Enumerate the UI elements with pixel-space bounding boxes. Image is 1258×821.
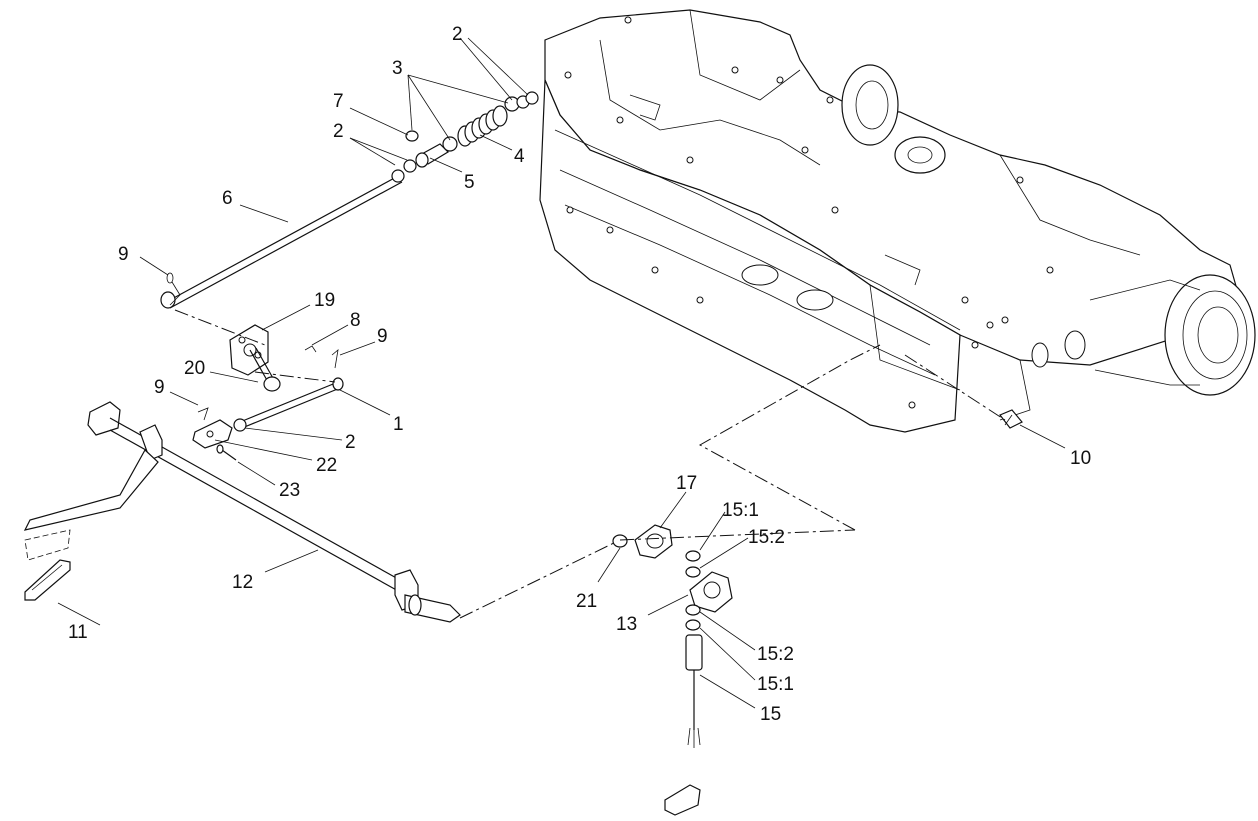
callout-23: 23 bbox=[279, 480, 300, 501]
callout-15-2: 15:2 bbox=[757, 644, 794, 665]
spring-rod-assembly bbox=[160, 91, 539, 309]
callout-11: 11 bbox=[68, 622, 88, 643]
clevis-rod-assembly bbox=[192, 371, 344, 461]
callout-20: 20 bbox=[184, 358, 205, 379]
callout-2: 2 bbox=[452, 24, 463, 45]
pedal-pad bbox=[24, 529, 71, 601]
callout-19: 19 bbox=[314, 290, 335, 311]
switch-bracket bbox=[612, 524, 856, 816]
reference-outline bbox=[698, 344, 1006, 531]
callout-9: 9 bbox=[154, 377, 165, 398]
callout-15-2: 15:2 bbox=[748, 527, 785, 548]
callout-2: 2 bbox=[345, 432, 356, 453]
callout-7: 7 bbox=[333, 91, 344, 112]
callout-15-1: 15:1 bbox=[722, 500, 759, 521]
chassis-frame bbox=[539, 9, 1256, 433]
callout-9: 9 bbox=[377, 326, 388, 347]
bolt bbox=[999, 409, 1023, 429]
callout-21: 21 bbox=[576, 591, 597, 612]
callout-15: 15 bbox=[760, 704, 781, 725]
callout-2: 2 bbox=[333, 121, 344, 142]
pedal-shaft bbox=[23, 401, 621, 623]
callout-5: 5 bbox=[464, 172, 475, 193]
callout-10: 10 bbox=[1070, 448, 1091, 469]
callout-4: 4 bbox=[514, 146, 525, 167]
callout-9: 9 bbox=[118, 244, 129, 265]
callout-8: 8 bbox=[350, 310, 361, 331]
callout-labels: 2 3 7 2 4 5 6 9 19 8 9 20 9 1 2 22 23 10… bbox=[68, 24, 1091, 725]
callout-1: 1 bbox=[393, 414, 404, 435]
bracket-assembly bbox=[174, 309, 339, 392]
callout-6: 6 bbox=[222, 188, 233, 209]
callout-13: 13 bbox=[616, 614, 637, 635]
leader-lines bbox=[57, 37, 1066, 709]
spring bbox=[457, 105, 508, 147]
callout-22: 22 bbox=[316, 455, 337, 476]
callout-3: 3 bbox=[392, 58, 403, 79]
callout-17: 17 bbox=[676, 473, 697, 494]
callout-12: 12 bbox=[232, 572, 253, 593]
callout-15-1: 15:1 bbox=[757, 674, 794, 695]
